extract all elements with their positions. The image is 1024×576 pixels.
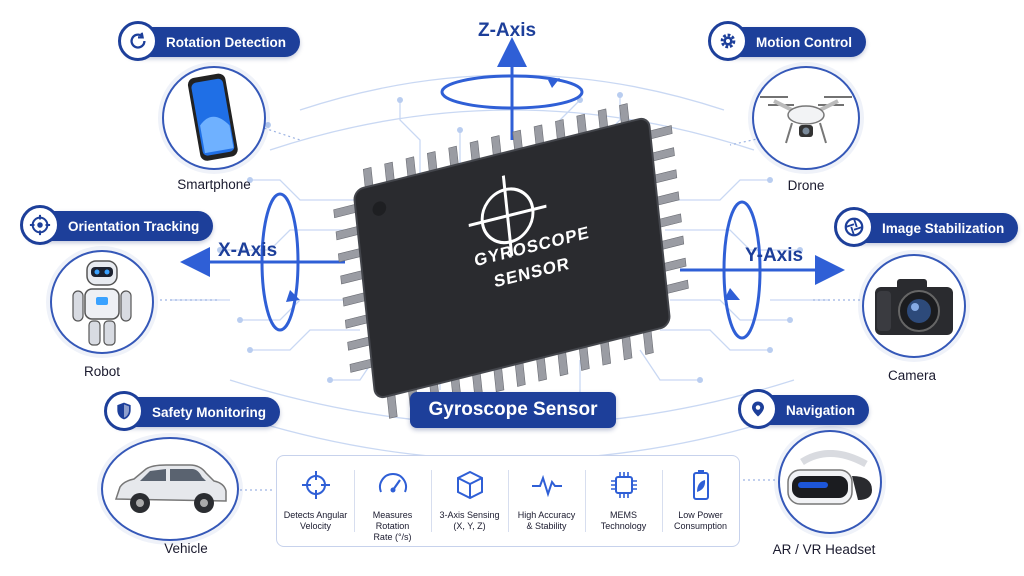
battery-leaf-icon <box>692 470 709 500</box>
shield-icon <box>104 391 144 431</box>
feature-label-line2: & Stability <box>526 521 567 531</box>
feature-label-line1: Low Power <box>678 510 723 520</box>
camera-circle <box>862 254 966 358</box>
device-label-headset: AR / VR Headset <box>772 542 876 557</box>
feature-label-line2: Consumption <box>673 521 728 531</box>
feature-label-line2: Rate (°/s) <box>373 532 412 542</box>
z-axis-rotation <box>440 74 584 110</box>
device-label-vehicle: Vehicle <box>164 541 208 556</box>
feature-label-line2: (X, Y, Z) <box>453 521 486 531</box>
feature-label-line1: MEMS <box>610 510 637 520</box>
sensor-title: Gyroscope Sensor <box>410 392 616 428</box>
feature-item: 3-Axis Sensing(X, Y, Z) <box>431 456 508 546</box>
x-axis-rotation <box>260 192 300 332</box>
pulse-icon <box>531 474 562 498</box>
pill-orientation-tracking: Orientation Tracking <box>20 205 214 245</box>
rotate-icon <box>118 21 158 61</box>
device-label-robot: Robot <box>83 364 121 379</box>
device-label-drone: Drone <box>787 178 825 193</box>
vr-headset-icon <box>787 450 872 505</box>
drone-circle <box>752 66 860 170</box>
pill-rotation-detection: Rotation Detection <box>118 21 300 61</box>
pill-navigation: Navigation <box>738 389 870 429</box>
pill-label: Rotation Detection <box>166 34 286 50</box>
y-axis-label: Y-Axis <box>745 245 804 266</box>
y-axis-rotation <box>722 200 762 340</box>
robot-circle <box>50 250 154 354</box>
aperture-icon <box>834 207 874 247</box>
vehicle-circle <box>101 437 239 541</box>
feature-label-line1: High Accuracy <box>517 510 576 520</box>
pill-label: Motion Control <box>756 34 852 50</box>
device-label-camera: Camera <box>887 368 936 383</box>
target-icon <box>20 205 60 245</box>
pill-image-stabilization: Image Stabilization <box>834 207 1019 247</box>
pill-safety-monitoring: Safety Monitoring <box>104 391 280 431</box>
pill-label: Navigation <box>786 402 856 418</box>
feature-label-line2: Technology <box>600 521 647 531</box>
pill-label: Safety Monitoring <box>152 404 266 420</box>
drone-icon <box>760 96 852 144</box>
chip-icon <box>610 472 637 498</box>
pill-label: Image Stabilization <box>882 220 1005 236</box>
feature-label-line1: Detects Angular <box>283 510 348 520</box>
robot-icon <box>72 260 132 346</box>
cube-icon <box>456 470 483 500</box>
vehicle-icon <box>114 464 227 513</box>
crosshair-icon <box>301 471 330 499</box>
feature-item: High Accuracy& Stability <box>508 456 585 546</box>
smartphone-circle <box>162 66 266 170</box>
z-axis-label: Z-Axis <box>478 20 537 41</box>
headset-circle <box>778 430 882 534</box>
gauge-icon <box>378 473 407 493</box>
location-pin-icon <box>738 389 778 429</box>
gear-icon <box>708 21 748 61</box>
smartphone-icon <box>187 73 238 161</box>
pill-motion-control: Motion Control <box>708 21 866 61</box>
camera-icon <box>875 279 953 335</box>
feature-label-line1: 3-Axis Sensing <box>439 510 500 520</box>
feature-label-line1: Measures Rotation <box>372 510 413 531</box>
device-label-smartphone: Smartphone <box>177 177 251 192</box>
feature-label-line2: Velocity <box>299 521 332 531</box>
pill-label: Orientation Tracking <box>68 218 200 234</box>
x-axis-label: X-Axis <box>218 240 278 261</box>
